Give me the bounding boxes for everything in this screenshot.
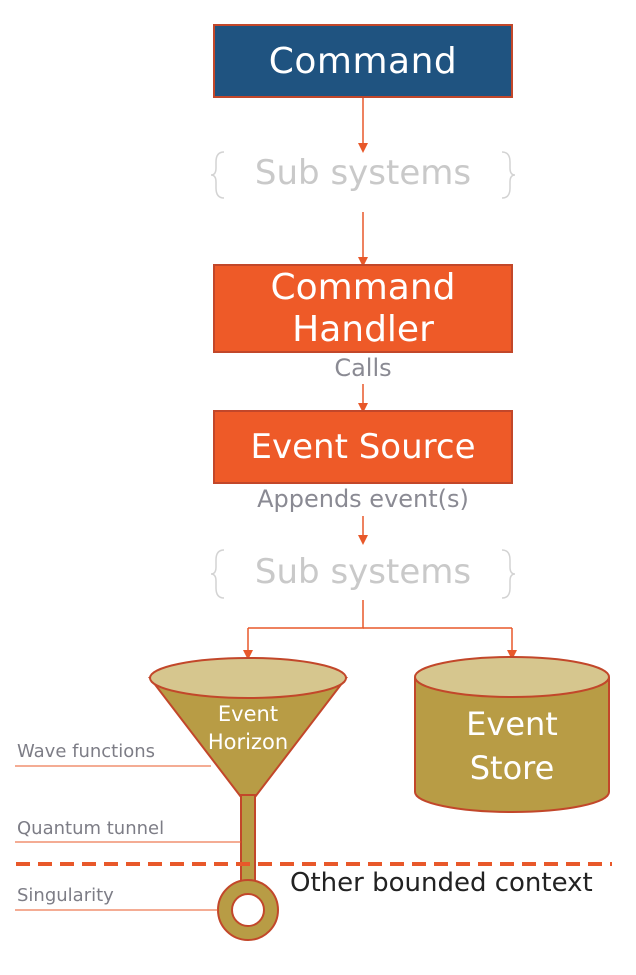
event-source-node: Event Source <box>213 410 513 484</box>
event-store-top <box>414 656 610 698</box>
brace-left-top <box>210 151 225 199</box>
other-bounded-context-label: Other bounded context <box>290 868 593 898</box>
brace-right-bottom <box>501 549 516 599</box>
quantum-tunnel-tube <box>240 794 256 892</box>
sub-systems-top: Sub systems <box>254 153 472 193</box>
command-handler-node: Command Handler <box>213 264 513 353</box>
appends-events-label: Appends event(s) <box>257 485 469 513</box>
singularity-hole <box>231 893 265 927</box>
brace-right-top <box>501 151 516 199</box>
command-node: Command <box>213 24 513 98</box>
event-store-body <box>414 677 610 813</box>
arrow-split-line <box>248 600 364 629</box>
wave-functions-label: Wave functions <box>17 741 156 762</box>
command-handler-label: Command Handler <box>270 266 456 350</box>
brace-left-bottom <box>210 549 225 599</box>
command-label: Command <box>268 40 458 82</box>
event-store-label: Event Store <box>466 705 558 787</box>
singularity-label: Singularity <box>17 885 114 906</box>
event-source-label: Event Source <box>250 427 476 467</box>
calls-label: Calls <box>334 354 392 382</box>
quantum-tunnel-label: Quantum tunnel <box>17 818 165 839</box>
event-horizon-label: Event Horizon <box>207 702 289 754</box>
funnel-top <box>149 657 347 699</box>
sub-systems-bottom: Sub systems <box>254 552 472 592</box>
